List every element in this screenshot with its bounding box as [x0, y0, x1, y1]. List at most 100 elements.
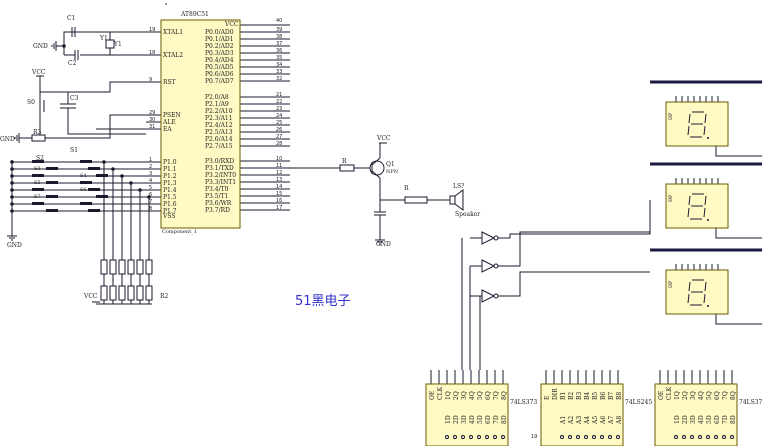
buffer-gate — [481, 259, 496, 273]
chip-pin-label: 1D — [445, 415, 452, 424]
resistor-pullup — [100, 259, 108, 275]
key-switch — [32, 202, 44, 205]
pin-marker — [469, 435, 473, 439]
chip-pin-label: B5 — [592, 392, 599, 400]
chip-pin-label: 2D — [682, 415, 689, 424]
resistor-pullup — [145, 285, 153, 301]
pin-number: 23 — [276, 106, 282, 112]
decimal-point — [707, 305, 709, 307]
pin-marker — [501, 435, 505, 439]
chip-pin-label: 4Q — [698, 391, 705, 400]
pin-name: P0.5/AD5 — [205, 64, 234, 71]
junction-dot — [129, 181, 133, 185]
pin-name-vcc: VCC — [224, 21, 239, 28]
s2-label: S2 — [36, 155, 44, 162]
s0-label: S0 — [27, 99, 35, 106]
chip-pin-label: 3D — [690, 415, 697, 424]
key-switch — [88, 167, 100, 170]
pin-name: P1.5 — [163, 194, 177, 201]
pin-name: P2.7/A15 — [205, 143, 233, 150]
digit2-common — [510, 231, 650, 267]
key-switch — [46, 195, 58, 198]
chip-pin-label: A6 — [600, 416, 607, 425]
crystal-y1 — [105, 39, 115, 49]
chip-pin-label: 7Q — [722, 391, 729, 400]
key-label: S7 — [34, 194, 41, 200]
pin-name: P1.6 — [163, 201, 177, 208]
pin-number: 17 — [276, 205, 282, 211]
pin-number: 8 — [149, 206, 152, 212]
c3-down — [67, 108, 146, 135]
components — [31, 3, 762, 446]
display-common — [715, 314, 762, 325]
chip-pin-label: 6Q — [485, 391, 492, 400]
pin-name: P3.2/INT0 — [205, 172, 236, 179]
pin-marker — [576, 435, 580, 439]
chip-name: 74LS37 — [739, 399, 762, 406]
pin-number: 1 — [149, 157, 152, 163]
inverter-bubble — [493, 263, 499, 269]
pin-marker — [592, 435, 596, 439]
segment — [704, 281, 707, 292]
chip-pin-label: 8Q — [501, 391, 508, 400]
pin-name: P1.2 — [163, 173, 177, 180]
key-switch — [80, 202, 92, 205]
junction-dot — [62, 44, 66, 48]
key-label: S6 — [80, 187, 87, 193]
pin-number: 26 — [276, 127, 282, 133]
segment — [688, 113, 691, 124]
pin-marker — [600, 435, 604, 439]
pin-name: ALE — [162, 119, 176, 126]
pin-name: P1.7 — [163, 208, 177, 215]
pin-name: P3.7/RD — [205, 207, 230, 214]
pin-name: P3.4/T0 — [205, 186, 229, 193]
reset-top-wire — [39, 76, 69, 99]
pin-number: 37 — [276, 41, 282, 47]
key-switch — [96, 195, 108, 198]
chip-pin-label: E — [544, 396, 551, 400]
c1-gnd-wire — [63, 31, 75, 55]
pin-marker — [560, 435, 564, 439]
pin-name: P1.4 — [163, 187, 177, 194]
chip-pin-label: 6Q — [714, 391, 721, 400]
chip-pin-label: A8 — [616, 416, 623, 425]
key-switch — [46, 167, 58, 170]
pin-name: P2.0/A8 — [205, 94, 229, 101]
pin-number: 11 — [276, 163, 282, 169]
y1-label: Y1 — [113, 41, 122, 48]
pin-number: 28 — [276, 141, 282, 147]
pin-marker — [674, 435, 678, 439]
pin-marker — [698, 435, 702, 439]
pin-number: 3 — [149, 171, 152, 177]
npn-label: NPN — [386, 169, 399, 175]
pin-name: RST — [163, 79, 176, 86]
key-label: S4 — [80, 173, 87, 179]
mcu-designator: Component_1 — [162, 229, 197, 235]
key-switch — [88, 209, 100, 212]
pin-name: P0.0/AD0 — [205, 29, 234, 36]
psen-wire — [45, 114, 146, 139]
wires — [7, 24, 762, 446]
pin-name: P3.1/TXD — [205, 165, 234, 172]
chip-pin-label: A5 — [592, 416, 599, 425]
r-speaker-label: R — [404, 185, 409, 192]
gnd-label-q1: GND — [376, 241, 391, 248]
chip-pin-label: 6D — [714, 415, 721, 424]
pin-name: P1.3 — [163, 180, 177, 187]
pin-number: 32 — [276, 76, 282, 82]
chip-pin-label: 7Q — [493, 391, 500, 400]
chip-pin-label: 2Q — [682, 391, 689, 400]
pin-number: 24 — [276, 113, 282, 119]
pin-number: 5 — [149, 185, 152, 191]
pin-number: 25 — [276, 120, 282, 126]
dp-label: DP — [668, 194, 674, 202]
chip-pin-label: A1 — [560, 416, 567, 425]
pin-name: P3.5/T1 — [205, 193, 228, 200]
pin-name: P2.3/A11 — [205, 115, 233, 122]
chip-pin-label: 5Q — [706, 391, 713, 400]
q1-label: Q1 — [386, 161, 395, 168]
resistor-pullup — [109, 259, 117, 275]
chip-pin-label: A3 — [576, 416, 583, 425]
segment — [687, 293, 690, 304]
chip-pin-label: B1 — [560, 392, 567, 400]
